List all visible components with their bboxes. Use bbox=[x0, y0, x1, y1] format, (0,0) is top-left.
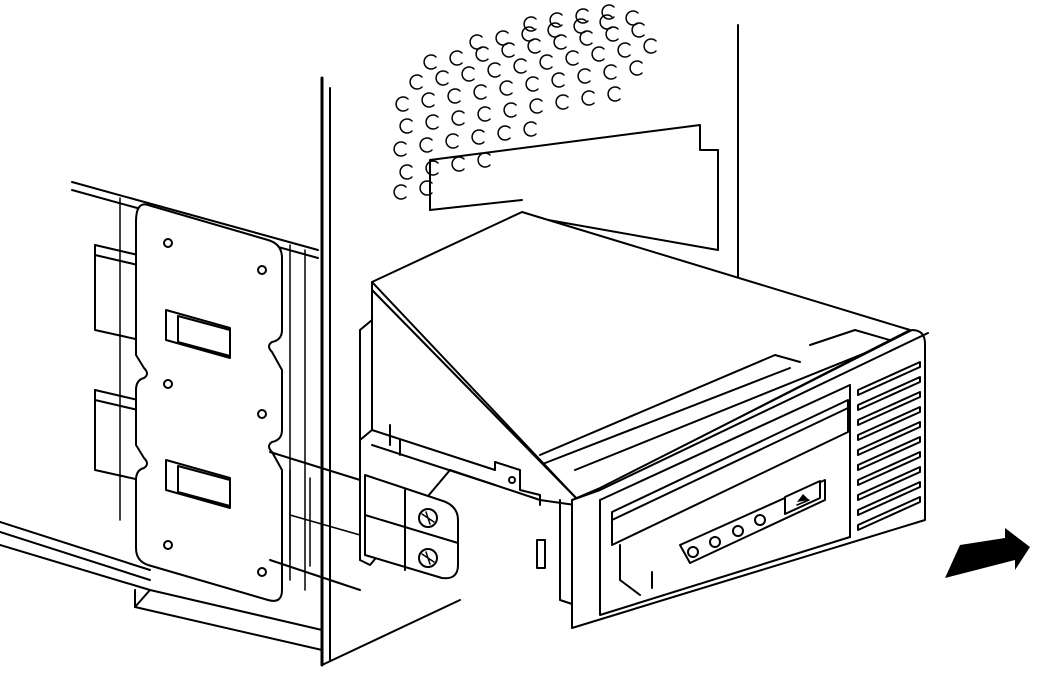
grille-slat bbox=[857, 406, 921, 441]
vent-hole bbox=[425, 160, 439, 176]
vent-hole bbox=[499, 80, 513, 96]
vent-hole bbox=[497, 125, 511, 141]
grille-slat bbox=[857, 376, 921, 411]
chassis-rear-wall bbox=[429, 24, 739, 281]
grille-slat bbox=[857, 436, 921, 471]
screw-icon bbox=[418, 548, 438, 568]
vent-hole bbox=[501, 42, 515, 58]
vent-hole bbox=[445, 133, 459, 149]
vent-hole bbox=[393, 184, 407, 200]
vent-hole bbox=[399, 164, 413, 180]
insertion-arrow-icon bbox=[945, 528, 1030, 578]
status-led-icon bbox=[687, 546, 699, 558]
status-led-icon bbox=[709, 536, 721, 548]
vent-hole bbox=[451, 110, 465, 126]
grille-slat bbox=[857, 496, 921, 531]
vent-hole bbox=[553, 34, 567, 50]
vent-hole bbox=[395, 96, 409, 112]
vent-hole bbox=[503, 102, 517, 118]
grille-slat bbox=[857, 391, 921, 426]
vent-hole bbox=[577, 68, 591, 84]
grille-slat bbox=[857, 361, 921, 396]
vent-hole bbox=[447, 88, 461, 104]
vent-hole bbox=[477, 106, 491, 122]
bezel-vent-grille bbox=[857, 361, 921, 531]
vent-hole bbox=[393, 141, 407, 157]
vent-hole bbox=[473, 84, 487, 100]
screw-icon bbox=[418, 508, 438, 528]
vent-hole bbox=[451, 156, 465, 172]
vent-hole bbox=[555, 94, 569, 110]
vent-hole bbox=[617, 42, 631, 58]
vent-hole bbox=[601, 4, 615, 20]
vent-hole bbox=[539, 54, 553, 70]
vent-hole bbox=[523, 16, 537, 32]
vent-hole bbox=[629, 60, 643, 76]
vent-hole bbox=[575, 8, 589, 24]
vent-hole bbox=[603, 64, 617, 80]
eject-icon bbox=[784, 480, 821, 515]
grille-slat bbox=[857, 421, 921, 456]
vent-hole bbox=[461, 66, 475, 82]
vent-hole bbox=[605, 26, 619, 42]
grille-slat bbox=[857, 481, 921, 516]
vent-hole bbox=[435, 70, 449, 86]
status-led-icon bbox=[732, 525, 744, 537]
status-led-icon bbox=[754, 514, 766, 526]
vent-hole bbox=[581, 90, 595, 106]
tape-drive bbox=[269, 211, 929, 629]
vent-hole bbox=[529, 98, 543, 114]
vent-hole bbox=[477, 152, 491, 168]
vent-hole bbox=[527, 38, 541, 54]
vent-hole bbox=[607, 86, 621, 102]
vent-hole bbox=[579, 30, 593, 46]
vent-hole bbox=[565, 50, 579, 66]
grille-slat bbox=[857, 466, 921, 501]
vent-hole bbox=[423, 54, 437, 70]
vent-hole bbox=[475, 46, 489, 62]
vent-hole bbox=[409, 74, 423, 90]
vent-hole bbox=[471, 129, 485, 145]
vent-hole bbox=[631, 22, 645, 38]
vent-hole bbox=[523, 121, 537, 137]
vent-hole bbox=[419, 137, 433, 153]
vent-hole bbox=[419, 180, 433, 196]
vent-hole bbox=[551, 72, 565, 88]
vent-hole bbox=[643, 38, 657, 54]
vent-hole bbox=[549, 12, 563, 28]
vent-hole bbox=[421, 92, 435, 108]
vent-hole bbox=[425, 114, 439, 130]
mounting-bracket bbox=[135, 203, 283, 602]
vent-hole bbox=[449, 50, 463, 66]
vent-hole bbox=[513, 58, 527, 74]
vent-hole bbox=[591, 46, 605, 62]
vent-hole bbox=[399, 118, 413, 134]
vent-hole bbox=[487, 62, 501, 78]
vent-hole bbox=[525, 76, 539, 92]
grille-slat bbox=[857, 451, 921, 486]
ventilation-holes bbox=[393, 4, 657, 200]
